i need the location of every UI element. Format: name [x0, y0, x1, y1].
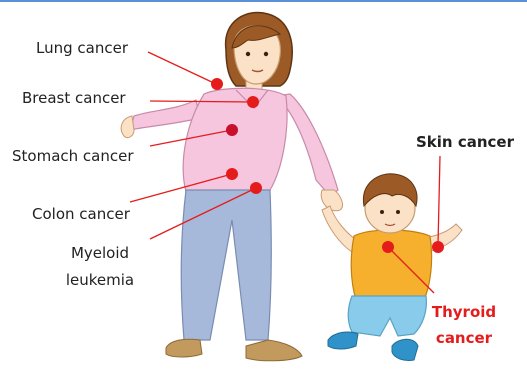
myeloid-leukemia-label: Myeloid leukemia	[50, 244, 150, 289]
child-eye	[396, 210, 400, 214]
skin-marker	[432, 241, 444, 253]
adult-right-shoe	[246, 340, 302, 361]
adult-figure	[121, 13, 342, 361]
lung-leader-line	[148, 52, 216, 84]
child-pants	[348, 296, 426, 336]
child-shirt	[351, 230, 431, 300]
top-border	[0, 0, 527, 2]
breast-cancer-label: Breast cancer	[22, 89, 126, 107]
thyroid-label-line1: Thyroid	[424, 303, 504, 321]
breast-marker	[247, 96, 259, 108]
stomach-marker	[226, 124, 238, 136]
adult-left-hand	[121, 116, 134, 138]
adult-right-hand	[321, 190, 342, 211]
child-left-arm	[322, 206, 356, 252]
adult-left-shoe	[166, 339, 202, 357]
adult-eye	[246, 52, 250, 56]
adult-eye	[264, 52, 268, 56]
child-right-shoe	[392, 339, 418, 360]
lung-cancer-label: Lung cancer	[36, 39, 128, 57]
colon-cancer-label: Colon cancer	[32, 205, 130, 223]
stomach-cancer-label: Stomach cancer	[12, 147, 134, 165]
myeloid-label-line2: leukemia	[50, 271, 150, 289]
child-left-shoe	[328, 332, 358, 349]
skin-leader-line	[438, 156, 440, 245]
child-eye	[380, 210, 384, 214]
thyroid-cancer-label: Thyroid cancer	[424, 303, 504, 347]
colon-marker	[226, 168, 238, 180]
thyroid-label-line2: cancer	[424, 329, 504, 347]
lung-marker	[211, 78, 223, 90]
skin-cancer-label: Skin cancer	[416, 133, 514, 151]
thyroid-marker	[382, 241, 394, 253]
myeloid-label-line1: Myeloid	[50, 244, 150, 262]
adult-pants	[181, 190, 271, 340]
myeloid-marker	[250, 182, 262, 194]
